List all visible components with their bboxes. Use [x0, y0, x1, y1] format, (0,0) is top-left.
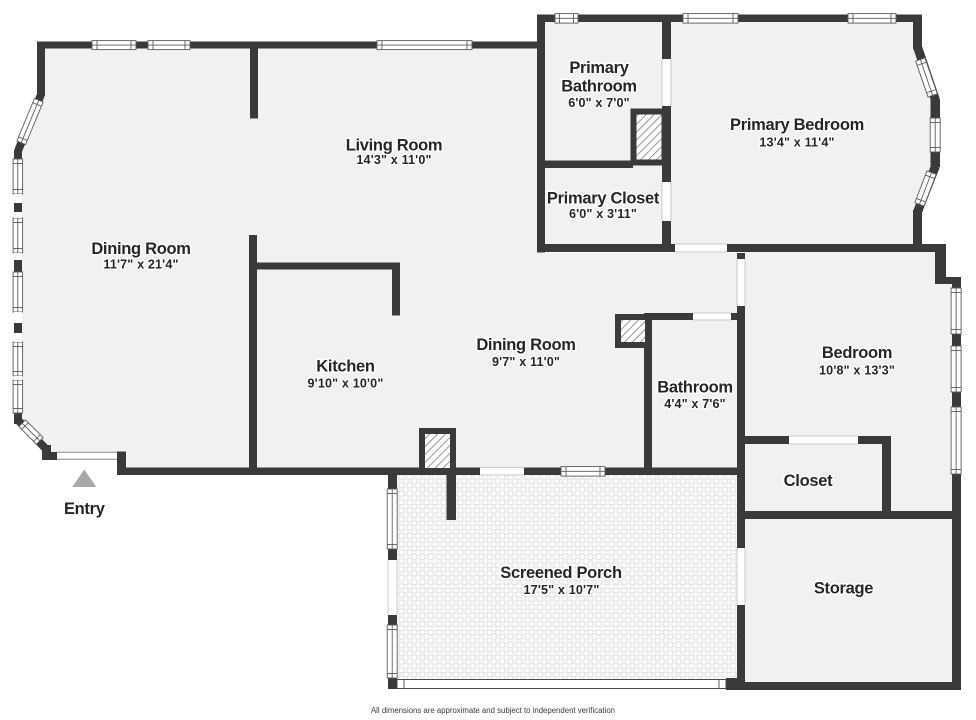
svg-text:Storage: Storage — [814, 580, 873, 598]
svg-text:All dimensions are approximate: All dimensions are approximate and subje… — [371, 706, 615, 715]
svg-text:Bathroom: Bathroom — [561, 78, 637, 96]
svg-text:Primary Closet: Primary Closet — [547, 190, 660, 208]
svg-text:Primary: Primary — [569, 59, 629, 77]
svg-text:6'0" x 3'11": 6'0" x 3'11" — [569, 207, 637, 221]
svg-text:Dining Room: Dining Room — [476, 336, 575, 354]
svg-text:14'3" x 11'0": 14'3" x 11'0" — [356, 153, 431, 167]
svg-text:Dining Room: Dining Room — [91, 240, 190, 258]
svg-text:17'5" x 10'7": 17'5" x 10'7" — [524, 583, 600, 597]
svg-text:Screened Porch: Screened Porch — [500, 564, 622, 582]
svg-text:Entry: Entry — [64, 500, 106, 518]
svg-text:Closet: Closet — [784, 472, 833, 490]
svg-text:9'7" x 11'0": 9'7" x 11'0" — [492, 355, 560, 369]
svg-text:6'0" x 7'0": 6'0" x 7'0" — [568, 96, 630, 110]
svg-text:Bathroom: Bathroom — [657, 379, 733, 397]
svg-text:9'10" x 10'0": 9'10" x 10'0" — [308, 377, 384, 391]
svg-text:4'4" x 7'6": 4'4" x 7'6" — [664, 397, 726, 411]
svg-text:Bedroom: Bedroom — [822, 344, 892, 362]
svg-text:10'8" x 13'3": 10'8" x 13'3" — [819, 364, 895, 378]
svg-text:Living Room: Living Room — [346, 137, 443, 155]
svg-text:Kitchen: Kitchen — [316, 358, 375, 376]
svg-text:13'4" x 11'4": 13'4" x 11'4" — [759, 136, 834, 150]
svg-text:11'7" x 21'4": 11'7" x 21'4" — [103, 258, 178, 272]
svg-text:Primary Bedroom: Primary Bedroom — [730, 116, 864, 134]
